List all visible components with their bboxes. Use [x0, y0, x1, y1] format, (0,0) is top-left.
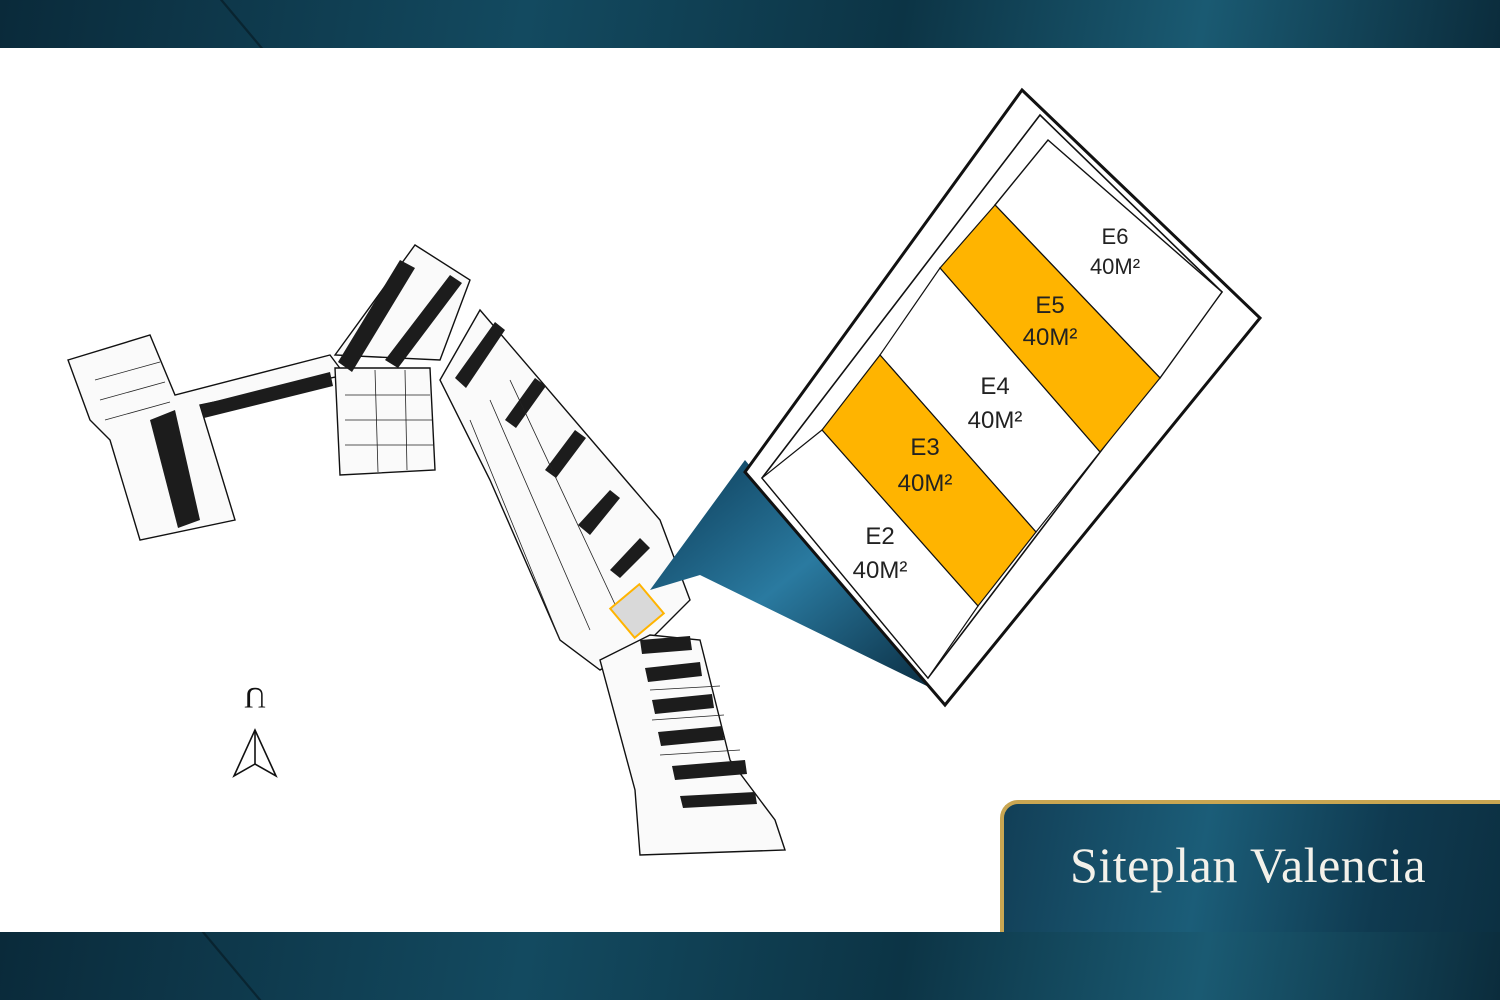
- lot-area: 40M²: [1022, 324, 1078, 351]
- compass-label: U: [244, 681, 266, 714]
- top-banner: [0, 0, 1500, 48]
- lot-code: E2: [865, 523, 895, 550]
- page-title: Siteplan Valencia: [1070, 837, 1427, 893]
- lot-label-e2: E2 40M²: [825, 520, 935, 588]
- callout-wedge: [650, 460, 935, 690]
- lot-label-e5: E5 40M²: [995, 290, 1105, 354]
- lot-code: E3: [910, 434, 940, 461]
- lot-label-e4: E4 40M²: [940, 370, 1050, 438]
- title-card: Siteplan Valencia: [1000, 800, 1500, 932]
- lot-label-e6: E6 40M²: [1060, 222, 1170, 282]
- lot-area: 40M²: [967, 407, 1023, 434]
- overview-highlight: [608, 582, 666, 640]
- lot-e2-shape: [761, 429, 979, 679]
- siteplan-dark-blocks: [150, 260, 757, 808]
- siteplan-overview: [67, 244, 786, 856]
- siteplan-lot-lines: [94, 361, 741, 756]
- detail-plan: [743, 87, 1263, 708]
- lot-area: 40M²: [1089, 254, 1141, 279]
- lot-area: 40M²: [897, 470, 953, 497]
- lot-code: E6: [1101, 224, 1129, 249]
- compass-icon: [232, 728, 278, 778]
- lot-label-e3: E3 40M²: [870, 430, 980, 502]
- lot-code: E4: [980, 373, 1010, 400]
- siteplan-canvas: [67, 87, 1263, 856]
- lot-area: 40M²: [852, 557, 908, 584]
- bottom-banner: [0, 932, 1500, 1000]
- lot-code: E5: [1035, 292, 1065, 319]
